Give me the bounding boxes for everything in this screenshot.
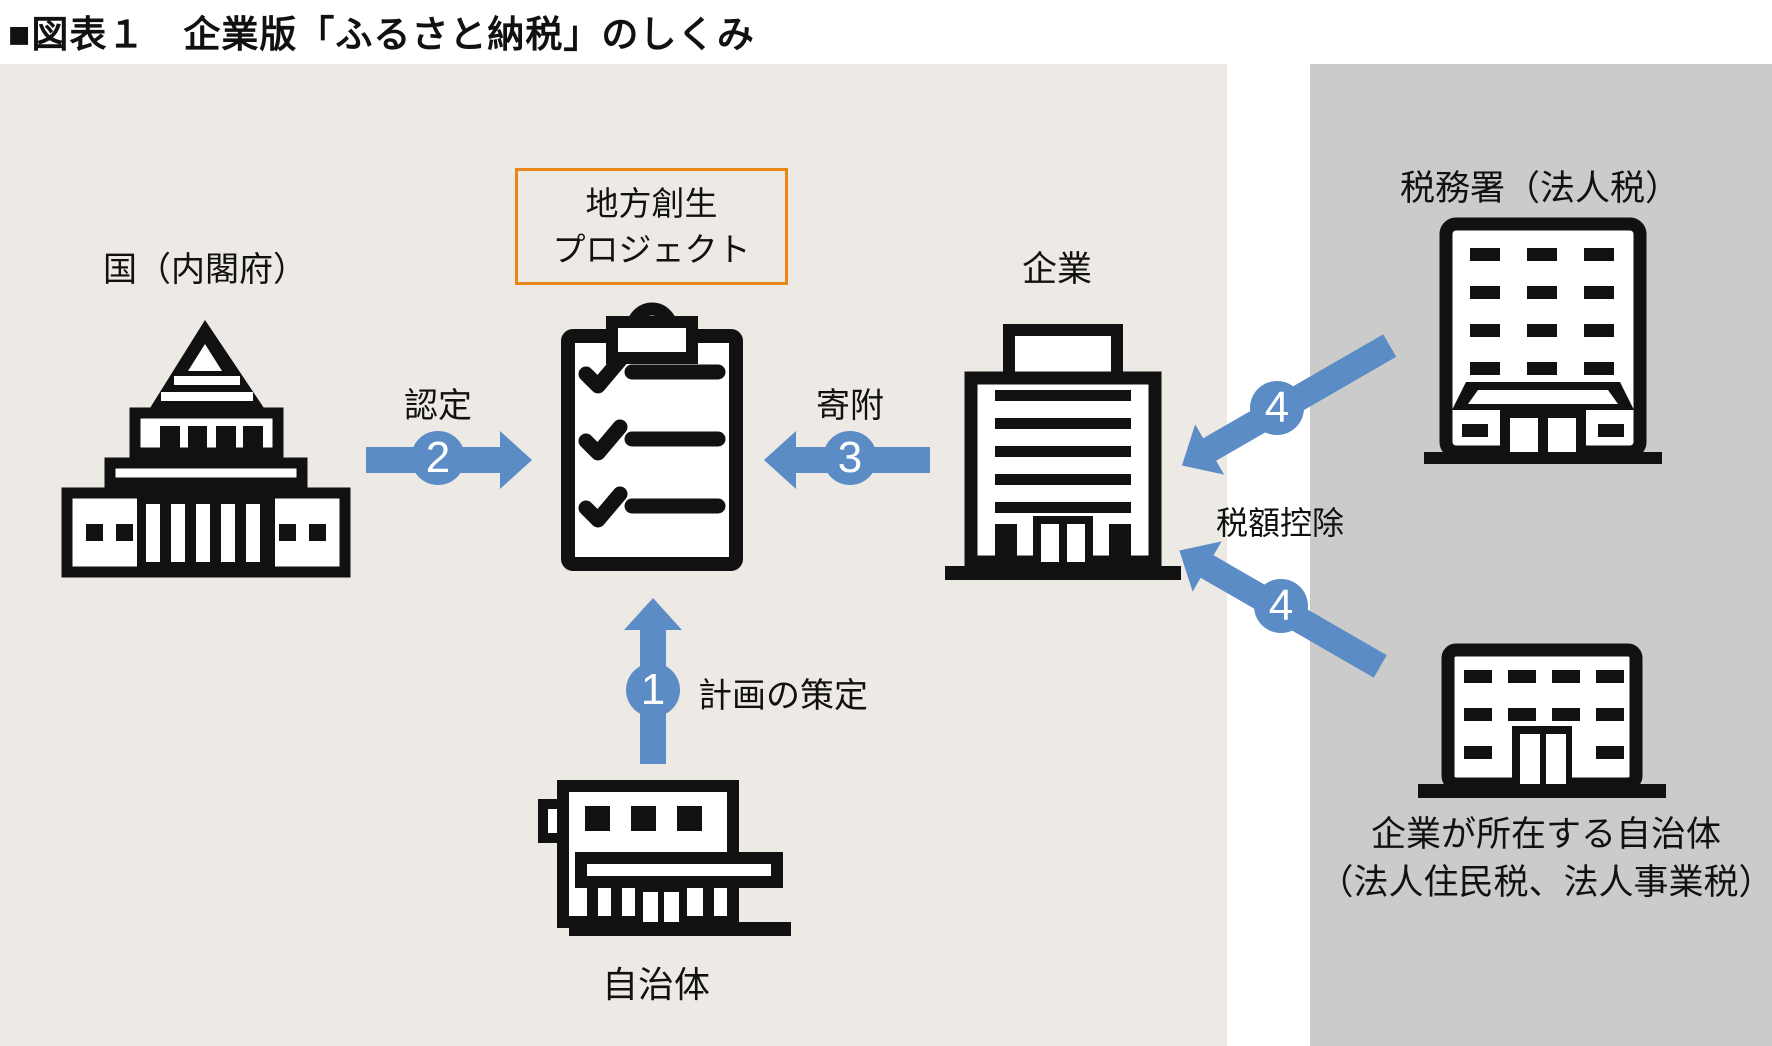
government-label: 国（内閣府）: [103, 251, 307, 289]
step-4-number-upper: 4: [1264, 383, 1290, 432]
project-label-line1: 地方創生: [585, 184, 718, 222]
tax-office-label: 税務署（法人税）: [1399, 169, 1681, 208]
tax-office-building-icon: [1424, 217, 1662, 464]
label-certify: 認定: [404, 387, 472, 425]
figure-title: ■図表１ 企業版「ふるさと納税」のしくみ: [8, 14, 755, 55]
company-municipality-label-line1: 企業が所在する自治体: [1370, 815, 1722, 854]
step-1-badge: 1: [626, 663, 680, 717]
step-4-badge-upper: 4: [1250, 381, 1304, 435]
step-3-number: 3: [837, 433, 863, 482]
label-donate: 寄附: [816, 387, 884, 425]
project-label-line2: プロジェクト: [552, 230, 751, 268]
step-2-number: 2: [425, 433, 451, 482]
project-highlight-box: 地方創生 プロジェクト: [515, 168, 788, 285]
diet-building-icon: [61, 320, 351, 578]
step-3-badge: 3: [823, 431, 877, 485]
step-4-number-lower: 4: [1268, 581, 1294, 630]
label-plan: 計画の策定: [698, 677, 868, 715]
step-1-number: 1: [640, 665, 666, 714]
company-municipality-label-line2: （法人住民税、法人事業税）: [1318, 863, 1772, 902]
municipality-label: 自治体: [601, 964, 711, 1005]
company-label: 企業: [1021, 250, 1093, 289]
checklist-clipboard-icon: [561, 302, 743, 571]
label-tax-credit: 税額控除: [1215, 505, 1345, 541]
office-building-icon: [945, 324, 1181, 580]
step-2-badge: 2: [411, 431, 465, 485]
municipal-building-icon: [1418, 643, 1666, 798]
step-4-badge-lower: 4: [1254, 579, 1308, 633]
town-hall-icon: [538, 780, 791, 936]
